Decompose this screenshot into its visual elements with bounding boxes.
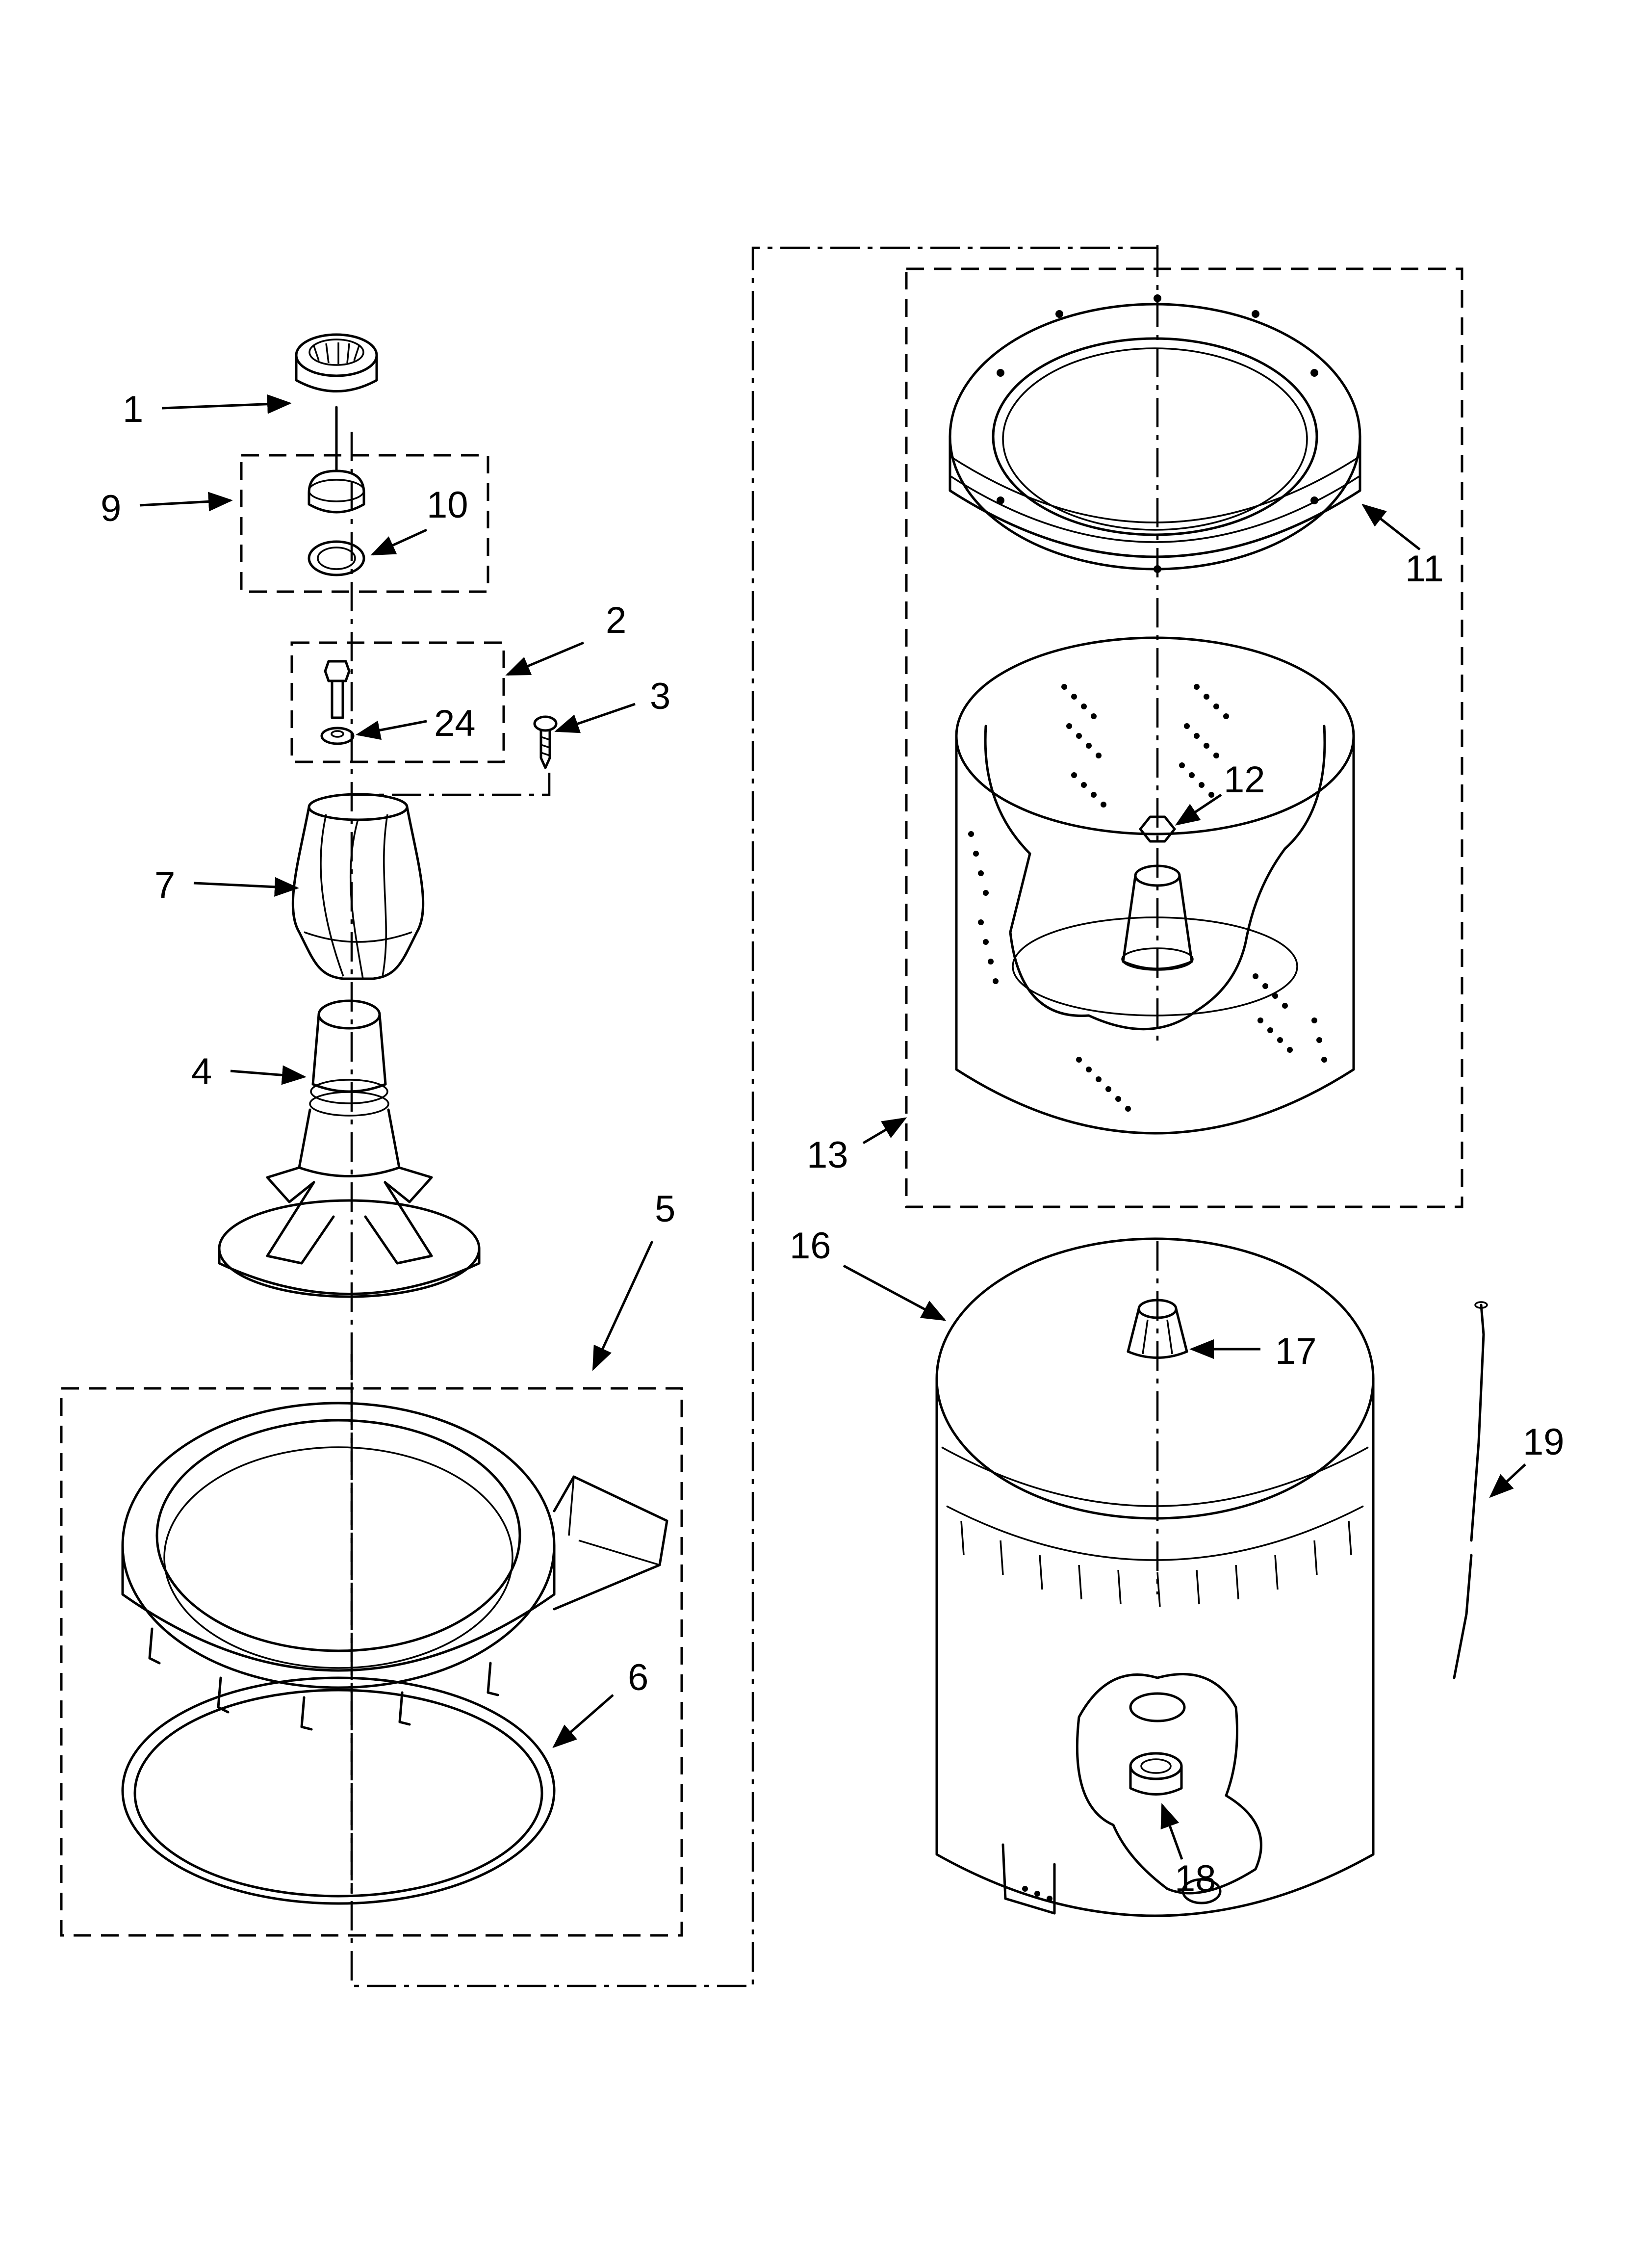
balance-ring <box>949 294 1361 573</box>
hose <box>1453 1301 1488 1679</box>
agitator-cam <box>291 793 425 980</box>
group-box-9 <box>240 454 489 593</box>
basket-perforations <box>968 684 1327 1112</box>
callout-5: 5 <box>655 1188 675 1230</box>
agitator <box>218 999 481 1298</box>
screw <box>533 715 558 769</box>
callout-2: 2 <box>606 600 626 641</box>
callout-3: 3 <box>650 676 670 717</box>
callout-1: 1 <box>123 389 143 430</box>
callout-9: 9 <box>101 488 121 529</box>
callout-7: 7 <box>154 864 175 906</box>
cap-assembly-parts <box>308 406 365 576</box>
drain-fitting <box>1129 1752 1183 1796</box>
callout-10: 10 <box>427 484 468 526</box>
callout-24: 24 <box>434 703 476 744</box>
tub-seal-ring <box>121 1676 556 1905</box>
leader-arrows <box>139 394 1526 1860</box>
callout-16: 16 <box>790 1225 831 1267</box>
tub-ring <box>121 1402 668 1731</box>
callout-19: 19 <box>1523 1421 1565 1463</box>
wash-basket <box>955 636 1355 1135</box>
callout-labels: 1 9 10 2 24 3 7 4 5 6 11 12 13 16 17 19 … <box>101 389 1565 1900</box>
callout-13: 13 <box>807 1134 848 1176</box>
agitator-cap <box>295 333 378 392</box>
callout-18: 18 <box>1175 1858 1216 1900</box>
group-box-5 <box>60 1387 683 1937</box>
callout-12: 12 <box>1224 759 1265 801</box>
group-box-13 <box>905 267 1463 1208</box>
assembly-lines <box>350 245 1159 1987</box>
callout-4: 4 <box>191 1051 212 1093</box>
outer-tub <box>935 1237 1375 1917</box>
callout-6: 6 <box>628 1657 648 1698</box>
tub-bearing <box>1127 1299 1188 1359</box>
callout-11: 11 <box>1405 548 1444 590</box>
callout-17: 17 <box>1275 1330 1317 1372</box>
bolt-and-washer <box>320 660 355 745</box>
